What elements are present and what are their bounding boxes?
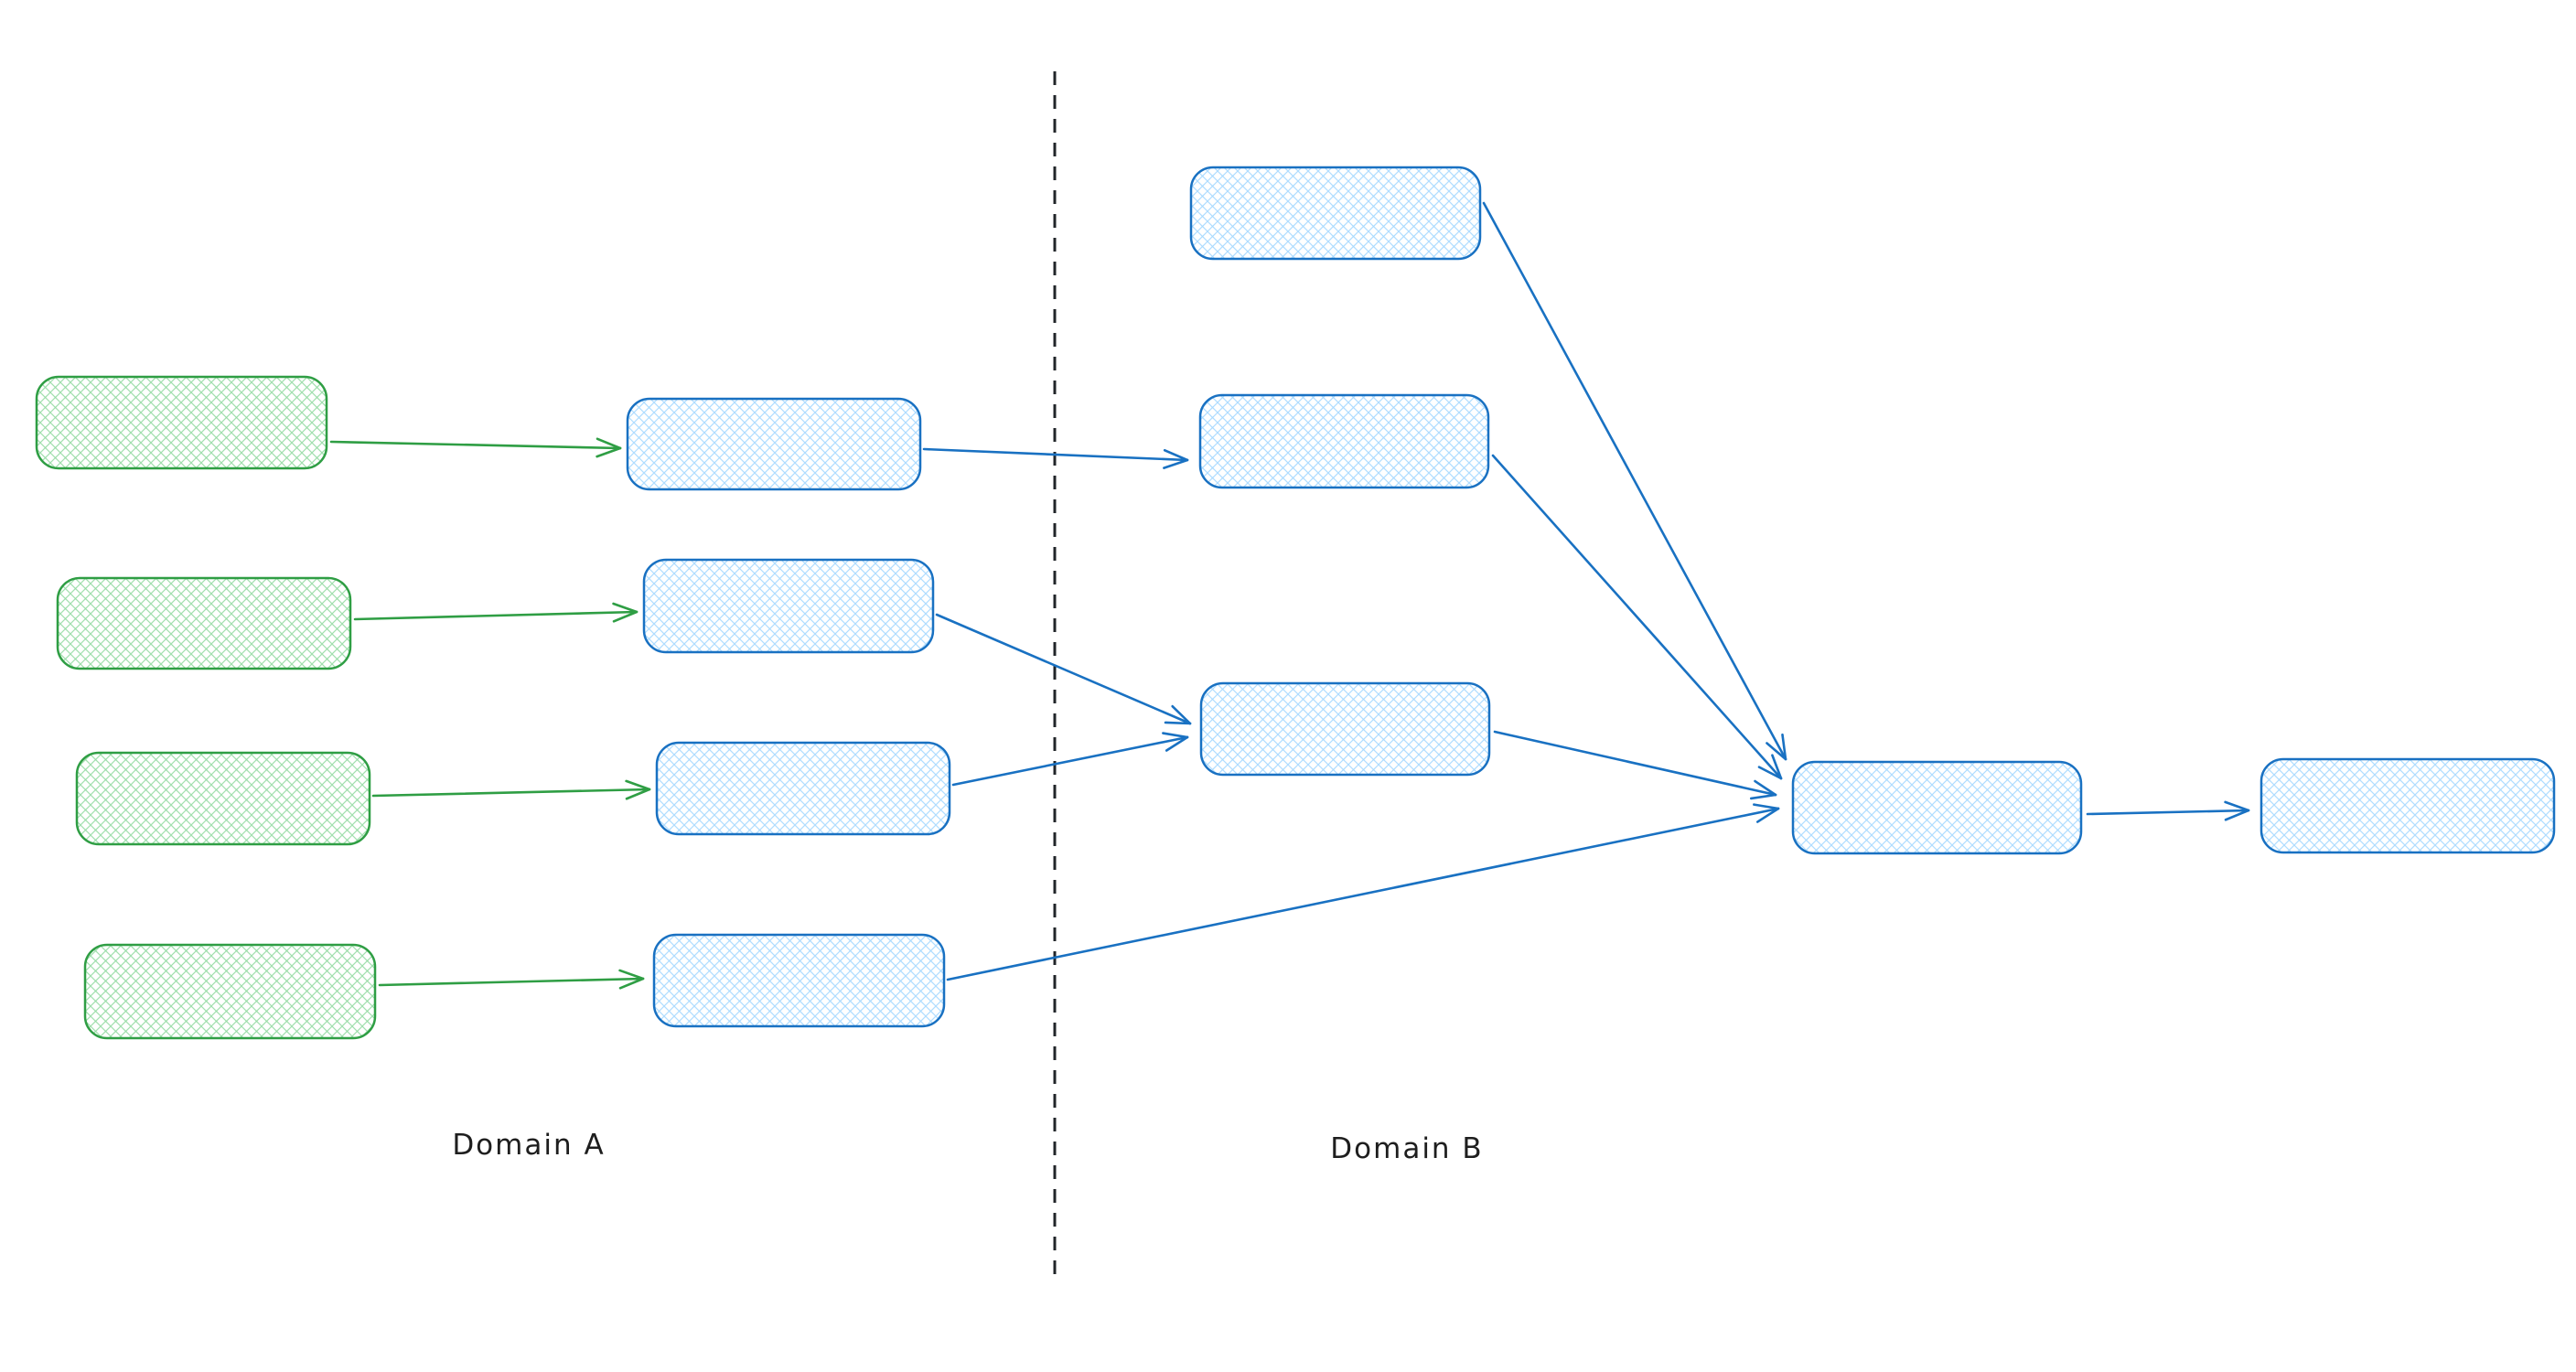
arrow-b-top-to-hub[interactable]: [1482, 201, 1787, 761]
node-domain-a-source-3[interactable]: [75, 751, 371, 846]
arrow-source-2-to-process-2[interactable]: [353, 602, 639, 623]
arrow-process-4-to-hub[interactable]: [946, 803, 1780, 981]
arrow-source-1-to-process-1[interactable]: [329, 437, 622, 458]
arrow-process-3-to-b-lower[interactable]: [951, 732, 1189, 787]
node-domain-a-source-4[interactable]: [83, 943, 377, 1040]
node-domain-a-process-4[interactable]: [652, 933, 946, 1028]
arrow-process-2-to-b-lower[interactable]: [935, 613, 1192, 725]
node-domain-a-source-2[interactable]: [56, 576, 352, 670]
arrow-b-lower-to-hub[interactable]: [1493, 730, 1777, 800]
arrow-process-1-to-b-upper[interactable]: [922, 447, 1189, 469]
node-domain-a-process-2[interactable]: [642, 558, 935, 654]
arrow-source-4-to-process-4[interactable]: [378, 969, 645, 990]
node-domain-b-hub[interactable]: [1791, 760, 2083, 855]
arrow-hub-to-final[interactable]: [2086, 800, 2250, 821]
node-domain-a-source-1[interactable]: [35, 375, 328, 470]
arrow-source-3-to-process-3[interactable]: [371, 779, 651, 800]
node-domain-b-lower[interactable]: [1199, 681, 1491, 777]
node-domain-a-process-3[interactable]: [655, 741, 951, 836]
node-domain-a-process-1[interactable]: [626, 397, 922, 491]
node-domain-b-top[interactable]: [1189, 166, 1482, 261]
domain-b-label[interactable]: Domain B: [1330, 1132, 1483, 1165]
arrow-b-upper-to-hub[interactable]: [1491, 454, 1783, 780]
node-domain-b-upper[interactable]: [1198, 393, 1490, 489]
domain-a-label[interactable]: Domain A: [452, 1129, 605, 1162]
node-domain-b-final[interactable]: [2259, 757, 2556, 854]
